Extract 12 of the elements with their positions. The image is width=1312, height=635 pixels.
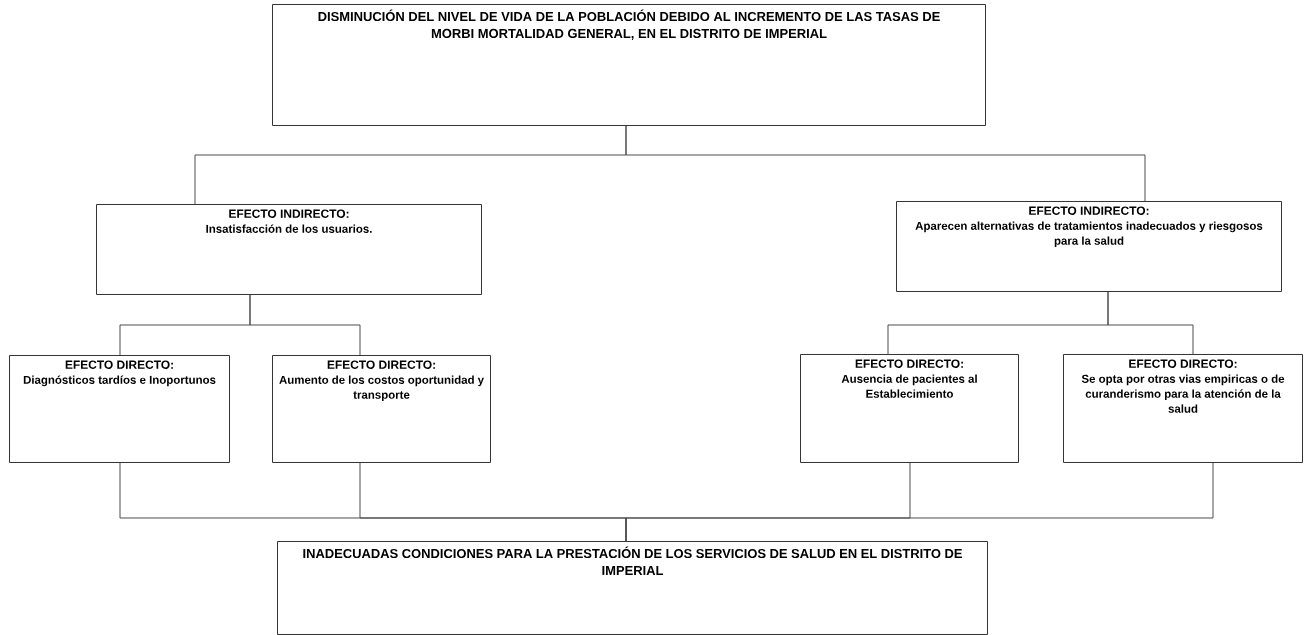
problem-box: DISMINUCIÓN DEL NIVEL DE VIDA DE LA POBLACIÓN DEBIDO AL INCREMENTO DE LAS TASAS DE MORBI MORTALIDAD GENERAL, EN EL DISTRITO DE IMPERIAL — [272, 4, 986, 126]
effect-box: EFECTO INDIRECTO: Insatisfacción de los usuarios. — [96, 204, 482, 295]
connector-line — [625, 462, 1214, 542]
connector-line — [1107, 291, 1194, 355]
cause-box: INADECUADAS CONDICIONES PARA LA PRESTACIÓN DE LOS SERVICIOS DE SALUD EN EL DISTRITO DE IMPERIAL — [277, 541, 988, 635]
effect-box: EFECTO INDIRECTO: Aparecen alternativas de tratamientos inadecuados y riesgosos para la salud — [896, 201, 1282, 292]
effect-box: EFECTO DIRECTO: Diagnósticos tardíos e Inoportunos — [9, 355, 230, 463]
effect-box: EFECTO DIRECTO: Aumento de los costos oportunidad y transporte — [272, 355, 491, 463]
effect-box: EFECTO DIRECTO: Ausencia de pacientes al Establecimiento — [800, 354, 1019, 463]
effect-box: EFECTO DIRECTO: Se opta por otras vias empiricas o de curanderismo para la atención de la salud — [1063, 354, 1303, 463]
connector-line — [625, 125, 1146, 202]
connector-line — [249, 294, 361, 356]
